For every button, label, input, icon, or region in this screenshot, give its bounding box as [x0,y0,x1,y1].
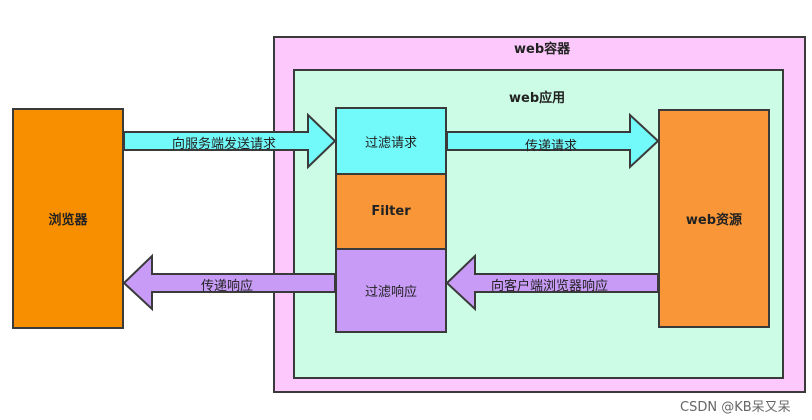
send-request-label: 向服务端发送请求 [172,137,277,152]
filter-box: Filter [335,175,447,248]
filter-response-label: 过滤响应 [364,285,417,300]
filter-label: Filter [371,204,411,219]
browser-label: 浏览器 [48,213,88,228]
send-request-arrow [123,112,337,170]
web-resource-box: web资源 [658,109,770,328]
pass-request-arrow [446,112,660,170]
filter-request-label: 过滤请求 [364,135,417,151]
browser-box: 浏览器 [12,108,124,329]
watermark: CSDN @KB呆又呆 [680,400,791,415]
respond-client-arrow [445,253,659,312]
web-container-title: web容器 [514,42,571,57]
web-resource-label: web资源 [685,213,743,228]
pass-request-label: 传递请求 [525,139,578,154]
pass-response-arrow [122,253,336,312]
web-application-title: web应用 [509,91,566,106]
pass-response-label: 传递响应 [201,279,254,294]
respond-client-label: 向客户端浏览器响应 [491,279,609,294]
